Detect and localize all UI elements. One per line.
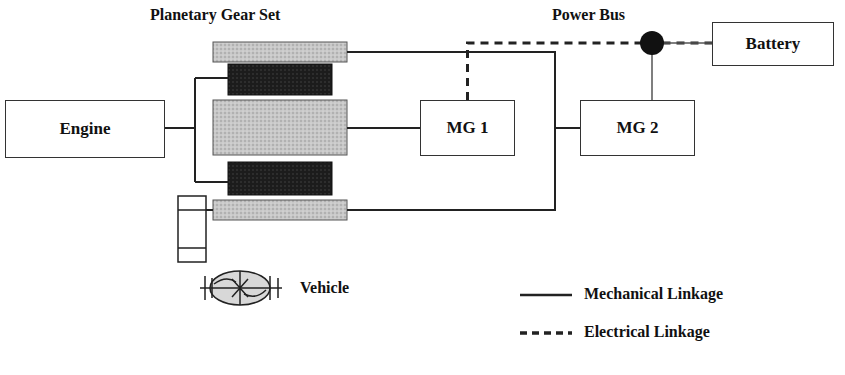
node-label: MG 1 (438, 118, 496, 138)
planet-gear (228, 162, 332, 195)
ring-gear (213, 42, 347, 62)
electrical-linkage (468, 43, 713, 100)
electrical-linkage (652, 43, 712, 100)
title-label: Planetary Gear Set (150, 6, 280, 24)
legend-sample (520, 294, 572, 297)
legend-text: Electrical Linkage (584, 323, 710, 341)
node-label: MG 2 (608, 118, 666, 138)
legend-text: Mechanical Linkage (584, 285, 723, 303)
sun-gear (213, 100, 347, 155)
bus-label: Power Bus (552, 6, 625, 24)
motor-generator-box: MG 2 (580, 100, 695, 156)
vehicle-sketch (200, 271, 282, 305)
ring-gear (213, 200, 347, 220)
wheel-symbol (178, 196, 206, 262)
planet-gear (228, 64, 332, 95)
vehicle-label: Vehicle (300, 279, 349, 297)
mechanical-linkage (165, 52, 580, 210)
battery-box: Battery (712, 22, 834, 66)
engine-box: Engine (5, 100, 165, 158)
node-label: Engine (51, 119, 118, 139)
node-label: Battery (738, 34, 809, 54)
motor-generator-box: MG 1 (420, 100, 515, 156)
legend-sample (520, 331, 572, 335)
power-bus-node (640, 31, 664, 55)
